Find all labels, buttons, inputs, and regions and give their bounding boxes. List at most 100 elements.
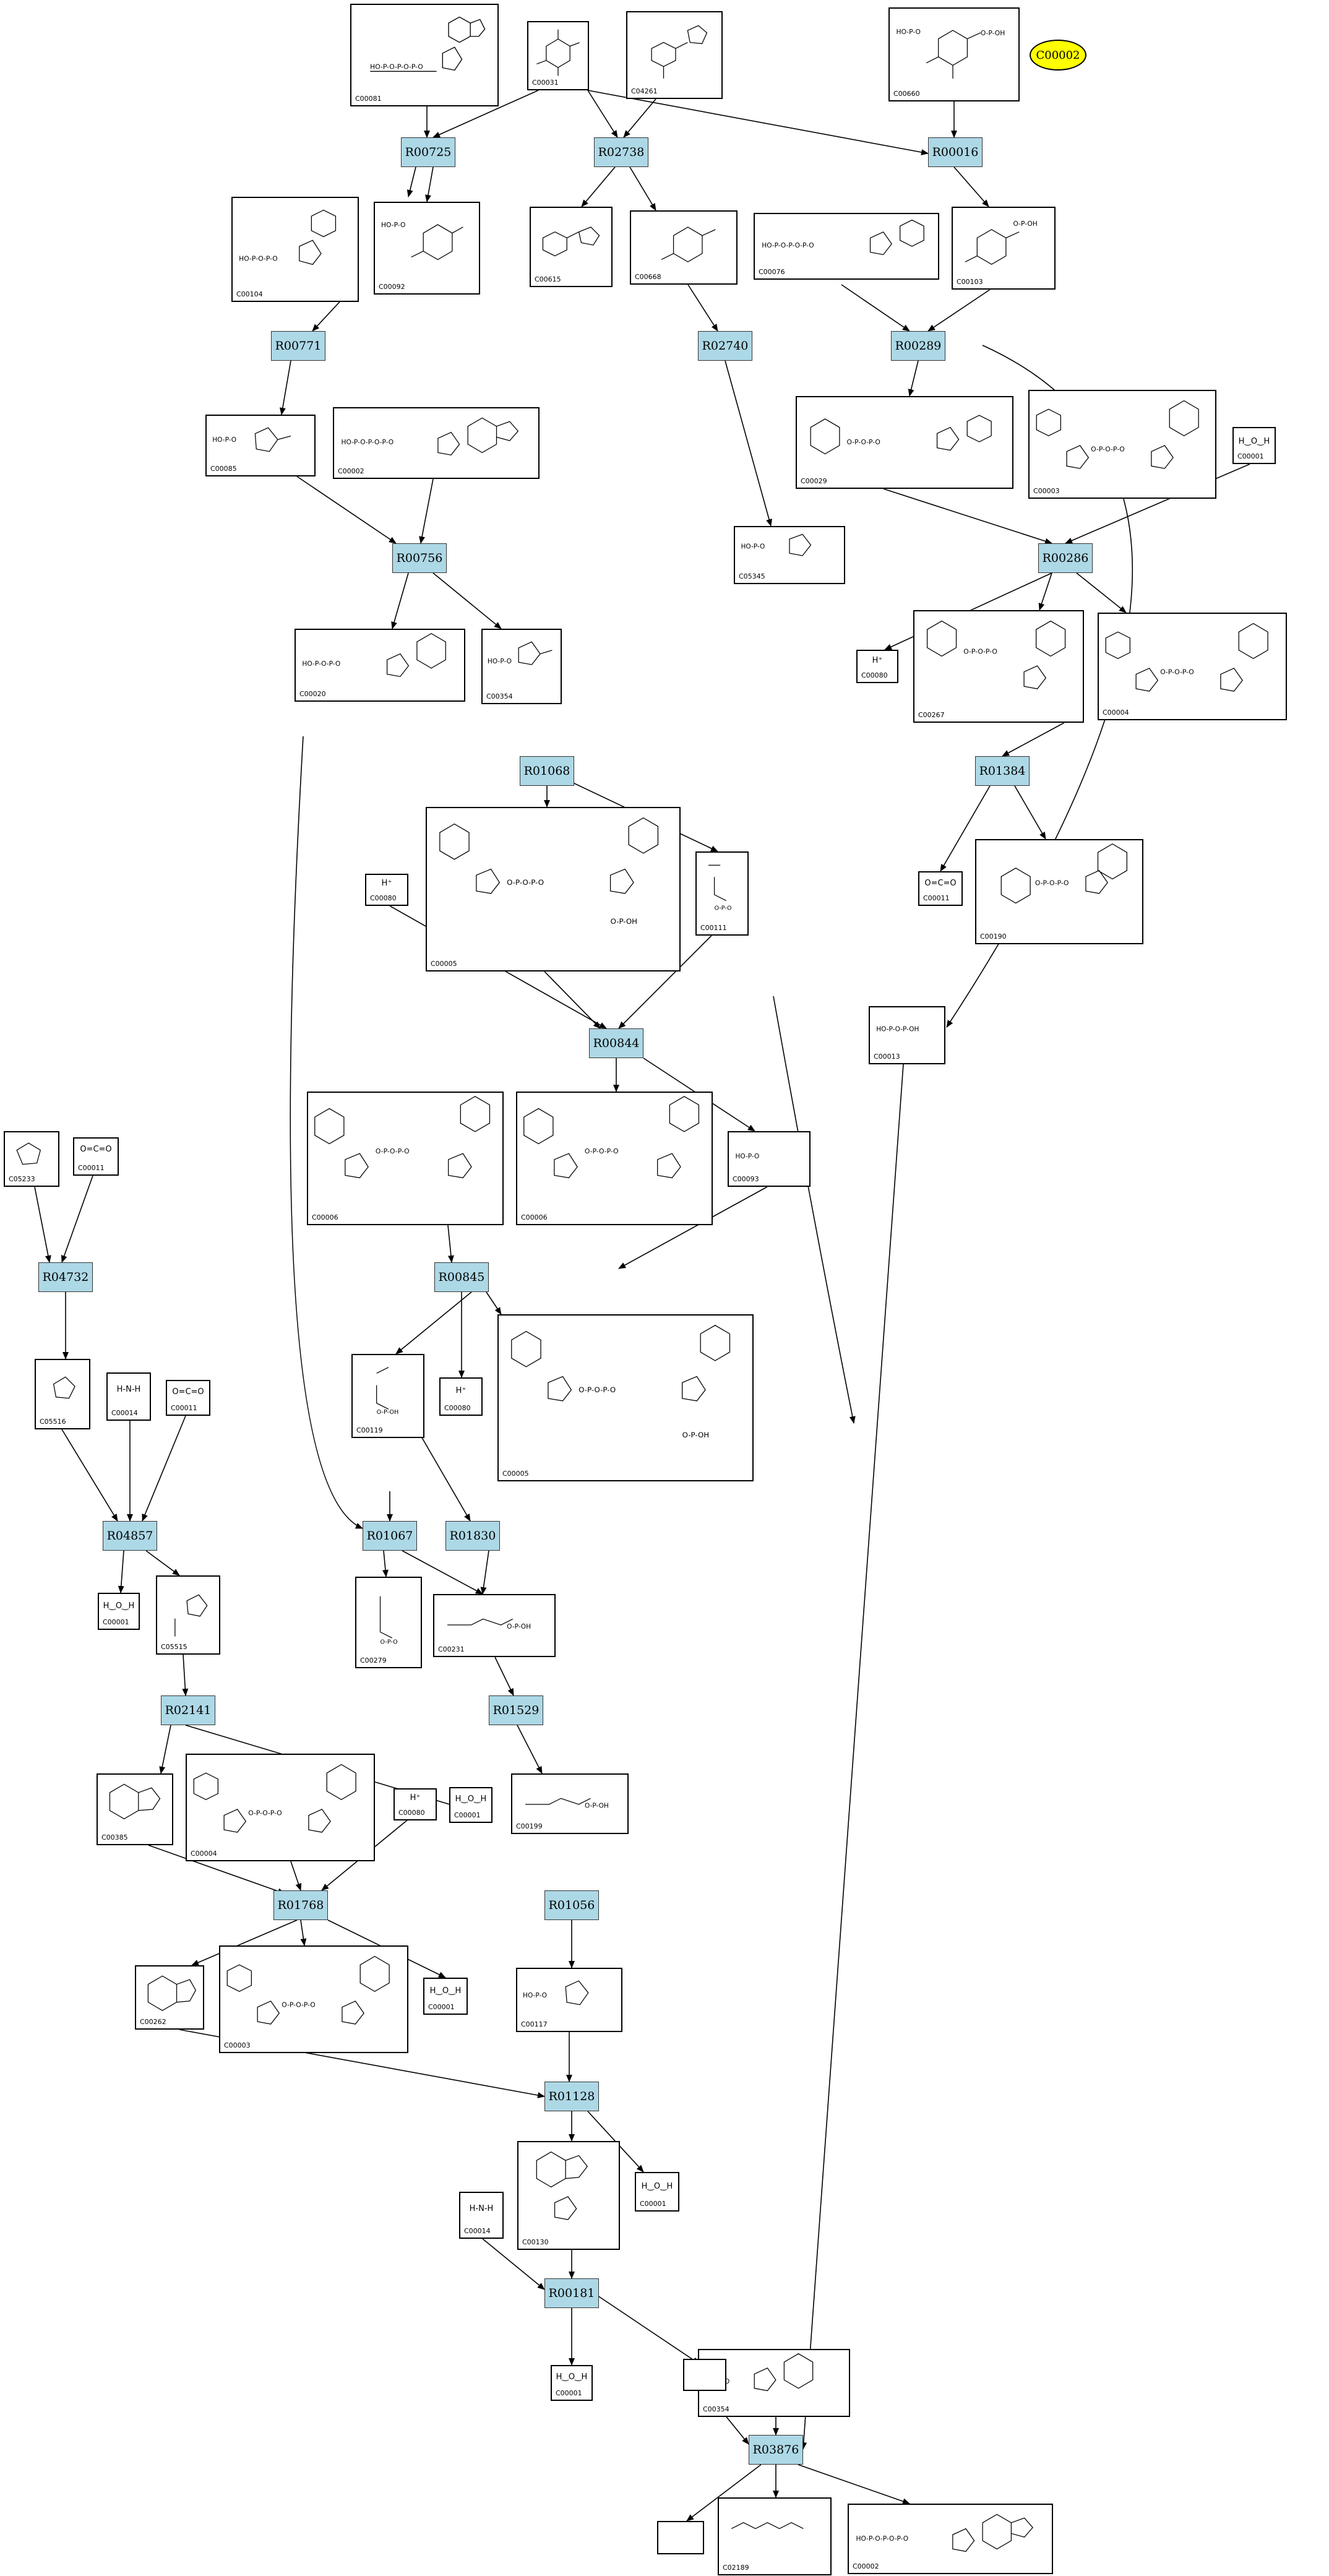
svg-text:O-P-O-P-O: O-P-O-P-O <box>847 438 880 446</box>
reaction-node[interactable]: R01067 <box>363 1521 417 1551</box>
highlight-compound-badge[interactable]: C00002 <box>1030 40 1086 71</box>
svg-text:HO-P-O-P-OH: HO-P-O-P-OH <box>876 1025 919 1033</box>
compound-node[interactable] <box>657 2521 704 2554</box>
compound-node[interactable]: O-P-O C00279 <box>355 1577 422 1668</box>
reaction-node[interactable]: R00725 <box>401 137 455 167</box>
compound-node[interactable]: HO-P-O-P-O-P-O C00081 <box>350 4 499 106</box>
compound-node[interactable]: C00668 <box>630 210 738 285</box>
compound-node[interactable]: H-N-H C00014 <box>459 2192 504 2239</box>
compound-node[interactable]: HO-P-O C00093 <box>728 1131 811 1187</box>
compound-node[interactable]: O-P-O C00111 <box>695 851 749 936</box>
reaction-node[interactable]: R01068 <box>520 756 574 786</box>
compound-node[interactable]: HO-P-O C00117 <box>516 1968 622 2032</box>
compound-node[interactable]: O-P-O-P-O C00006 <box>516 1092 713 1225</box>
reaction-node[interactable]: R03876 <box>749 2435 803 2465</box>
compound-node[interactable]: C00615 <box>530 207 613 287</box>
compound-node[interactable] <box>683 2359 726 2391</box>
compound-node[interactable]: HO-P-O-P-O-P-O C00002 <box>333 407 540 479</box>
compound-node[interactable]: O-P-O-P-O C00004 <box>186 1754 375 1861</box>
compound-node[interactable]: C05233 <box>4 1131 59 1187</box>
compound-node[interactable]: HO-P-O-P-OH C00013 <box>869 1006 945 1064</box>
compound-node[interactable]: HO-P-O-P-O-P-O C00076 <box>754 213 939 280</box>
compound-node[interactable]: C05515 <box>156 1575 220 1655</box>
reaction-node[interactable]: R01384 <box>975 756 1030 786</box>
edge-arrow <box>300 1919 307 1946</box>
compound-node[interactable]: C00262 <box>135 1965 204 2030</box>
edge-arrow <box>686 2464 762 2522</box>
reaction-node[interactable]: R01056 <box>544 1890 599 1920</box>
svg-text:O-P-O: O-P-O <box>381 1639 398 1646</box>
svg-text:O-P-O-P-O: O-P-O-P-O <box>963 647 997 655</box>
compound-node[interactable]: H‿O‿H C00001 <box>98 1593 140 1630</box>
compound-node[interactable]: C00031 <box>527 21 589 90</box>
compound-node[interactable]: O-P-O-P-O C00003 <box>219 1945 408 2053</box>
compound-node[interactable]: H⁺ C00080 <box>439 1377 483 1416</box>
compound-node[interactable]: C02189 <box>718 2497 832 2575</box>
svg-text:HO-P-O-P-O-P-O: HO-P-O-P-O-P-O <box>370 62 423 71</box>
edge-arrow <box>419 478 434 544</box>
compound-node[interactable]: O-P-O-P-O C00267 <box>913 610 1084 723</box>
compound-node[interactable]: H⁺ C00080 <box>365 874 408 906</box>
compound-node[interactable]: HO-P-O-P-O C00104 <box>231 197 359 302</box>
compound-node[interactable]: C00385 <box>97 1773 173 1845</box>
compound-node[interactable]: O-P-O-P-O C00190 <box>975 839 1143 944</box>
edge-arrow <box>883 488 1052 545</box>
reaction-node[interactable]: R04857 <box>103 1521 157 1551</box>
compound-node[interactable]: HO-P-O C00354 <box>481 629 562 704</box>
reaction-node[interactable]: R00756 <box>392 543 447 573</box>
compound-node[interactable]: H⁺ C00080 <box>856 650 898 683</box>
reaction-node[interactable]: R04732 <box>38 1262 93 1292</box>
compound-node[interactable]: O-P-O-P-O C00006 <box>307 1092 504 1225</box>
reaction-node[interactable]: R01830 <box>445 1521 500 1551</box>
compound-node[interactable]: HO-P-O C00092 <box>374 202 480 295</box>
compound-node[interactable]: HO-P-O C00085 <box>205 415 316 476</box>
edge-arrow <box>118 1550 124 1593</box>
edge-arrow <box>145 1550 180 1576</box>
reaction-node[interactable]: R00845 <box>434 1262 489 1292</box>
reaction-node[interactable]: R00844 <box>589 1028 643 1058</box>
reaction-node[interactable]: R00289 <box>891 331 945 361</box>
compound-node[interactable]: H-N-H C00014 <box>106 1372 151 1421</box>
compound-node[interactable]: H‿O‿H C00001 <box>635 2172 679 2212</box>
edge-arrow <box>425 166 434 202</box>
compound-node[interactable]: O-P-O-P-O C00029 <box>796 396 1013 489</box>
reaction-node[interactable]: R01128 <box>544 2082 599 2111</box>
reaction-node[interactable]: R00016 <box>928 137 983 167</box>
edge-arrow <box>629 166 656 211</box>
compound-node[interactable]: HO-P-O-P-O-P-O C00002 <box>848 2504 1053 2574</box>
compound-node[interactable]: O-P-OH C00199 <box>511 1773 629 1834</box>
reaction-node[interactable]: R01768 <box>273 1890 328 1920</box>
compound-node[interactable]: O-P-OH C00231 <box>433 1594 556 1657</box>
reaction-node[interactable]: R02738 <box>594 137 648 167</box>
reaction-node[interactable]: R00771 <box>271 331 325 361</box>
compound-node[interactable]: H‿O‿H C00001 <box>1232 427 1276 464</box>
svg-text:O-P-O: O-P-O <box>715 905 732 912</box>
reaction-node[interactable]: R02740 <box>698 331 752 361</box>
reaction-node[interactable]: R01529 <box>489 1695 543 1725</box>
svg-text:O-P-OH: O-P-OH <box>585 1803 609 1810</box>
compound-node[interactable]: O-P-O-P-O C00004 <box>1098 613 1287 720</box>
compound-node[interactable]: H⁺ C00080 <box>394 1788 437 1820</box>
compound-node[interactable]: O-P-OH C00119 <box>351 1354 424 1438</box>
compound-node[interactable]: C05516 <box>35 1359 90 1429</box>
compound-node[interactable]: C00130 <box>517 2141 620 2250</box>
compound-node[interactable]: HO-P-O C05345 <box>734 526 845 584</box>
compound-node[interactable]: HO-P-O-P-O C00020 <box>295 629 465 702</box>
edge-arrow <box>482 2238 545 2290</box>
compound-node[interactable]: O=C=O C00011 <box>918 871 963 906</box>
compound-node[interactable]: O-P-O-P-O C00003 <box>1028 390 1216 499</box>
compound-node[interactable]: H‿O‿H C00001 <box>551 2365 593 2401</box>
compound-node[interactable]: H‿O‿H C00001 <box>449 1787 492 1823</box>
compound-node[interactable]: C04261 <box>626 11 723 99</box>
compound-node[interactable]: O=C=O C00011 <box>166 1380 210 1416</box>
compound-node[interactable]: O-P-OH C00103 <box>952 207 1056 290</box>
compound-node[interactable]: H‿O‿H C00001 <box>423 1978 468 2015</box>
reaction-node[interactable]: R00286 <box>1038 543 1093 573</box>
svg-text:O-P-OH: O-P-OH <box>611 917 637 926</box>
reaction-node[interactable]: R02141 <box>161 1695 215 1725</box>
reaction-node[interactable]: R00181 <box>544 2278 599 2308</box>
compound-node[interactable]: O=C=O C00011 <box>73 1137 119 1176</box>
